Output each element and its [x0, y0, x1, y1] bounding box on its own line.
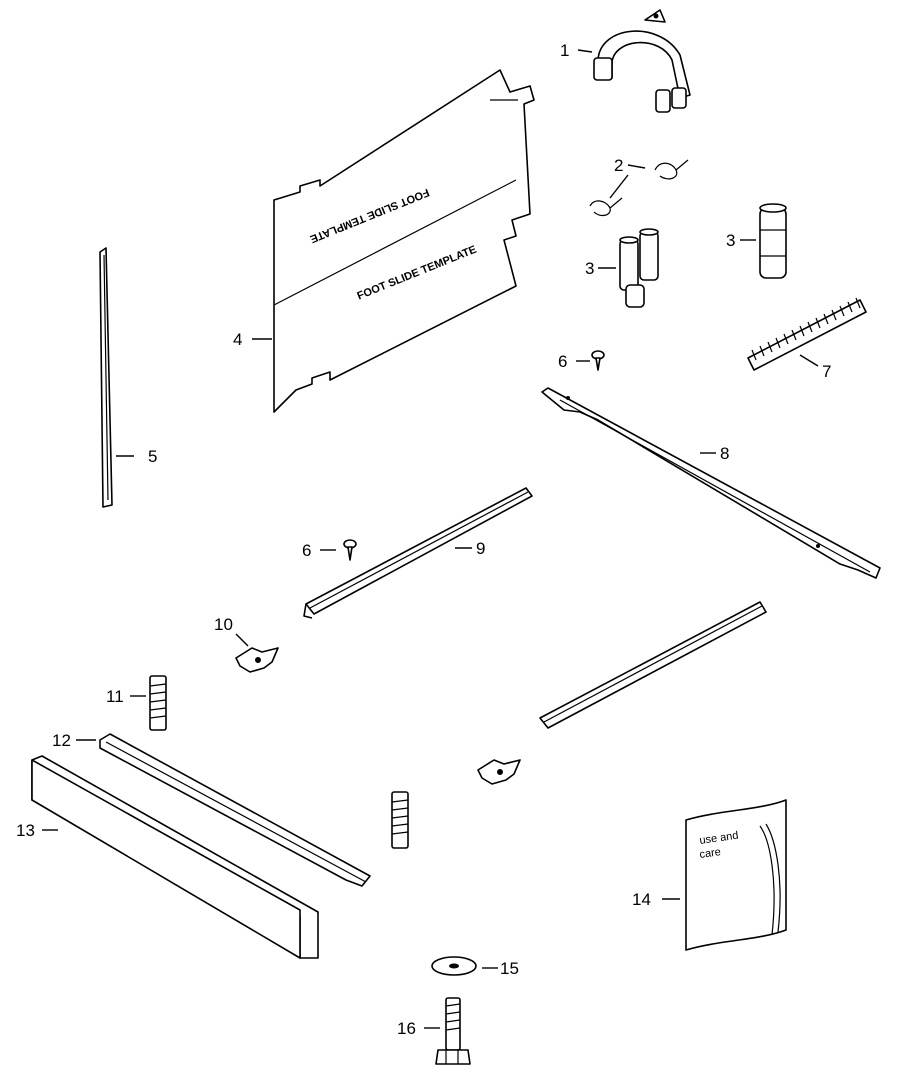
- part-11-spring-clip-2: [391, 791, 409, 849]
- callout-12: 12: [52, 731, 71, 750]
- callout-13: 13: [16, 821, 35, 840]
- callout-4: 4: [233, 330, 242, 349]
- callout-3a: 3: [585, 259, 594, 278]
- callout-16: 16: [397, 1019, 416, 1038]
- callout-15: 15: [500, 959, 519, 978]
- part-3-coupler: [759, 203, 787, 279]
- part-9-short-rail: [303, 487, 533, 619]
- callout-1: 1: [560, 41, 569, 60]
- part-8-long-rail: [541, 387, 881, 579]
- callout-9: 9: [476, 539, 485, 558]
- callout-6b: 6: [302, 541, 311, 560]
- part-13-toe-kick-panel: [31, 755, 319, 959]
- callout-7: 7: [822, 362, 831, 381]
- callout-10: 10: [214, 615, 233, 634]
- part-2-wire-clips: [589, 159, 689, 217]
- part-16-bolt: [435, 997, 471, 1065]
- part-4-template-sheet: FOOT SLIDE TEMPLATE FOOT SLIDE TEMPLATE: [273, 69, 535, 413]
- part-9-short-rail-2: [539, 601, 767, 729]
- leader-2: [627, 164, 646, 169]
- part-3-y-connector: [619, 228, 659, 308]
- leader-7: [799, 354, 819, 367]
- callout-5: 5: [148, 447, 157, 466]
- callout-6a: 6: [558, 352, 567, 371]
- leader-1: [577, 49, 593, 53]
- part-10-foot-glide: [235, 647, 279, 673]
- callout-11: 11: [106, 687, 124, 706]
- leader-10: [235, 633, 249, 647]
- callout-8: 8: [720, 444, 729, 463]
- part-5-trim-strip: [99, 247, 113, 508]
- manual-title-line2: care: [699, 846, 722, 861]
- callout-2: 2: [614, 156, 623, 175]
- part-10-foot-glide-2: [477, 759, 521, 785]
- part-14-manual: use and care: [685, 799, 787, 951]
- callout-14: 14: [632, 890, 651, 909]
- leader-2b: [609, 174, 629, 199]
- part-6-screw-upper: [591, 350, 605, 371]
- part-1-hose-bracket: [593, 9, 691, 113]
- part-12-bracket: [99, 733, 371, 887]
- part-7-comb-strip: [747, 297, 867, 371]
- callout-3b: 3: [726, 231, 735, 250]
- part-6-screw-lower: [343, 539, 357, 561]
- manual-title-line1: use and: [699, 830, 739, 847]
- part-11-spring-clip: [149, 675, 167, 731]
- part-15-washer: [431, 956, 477, 976]
